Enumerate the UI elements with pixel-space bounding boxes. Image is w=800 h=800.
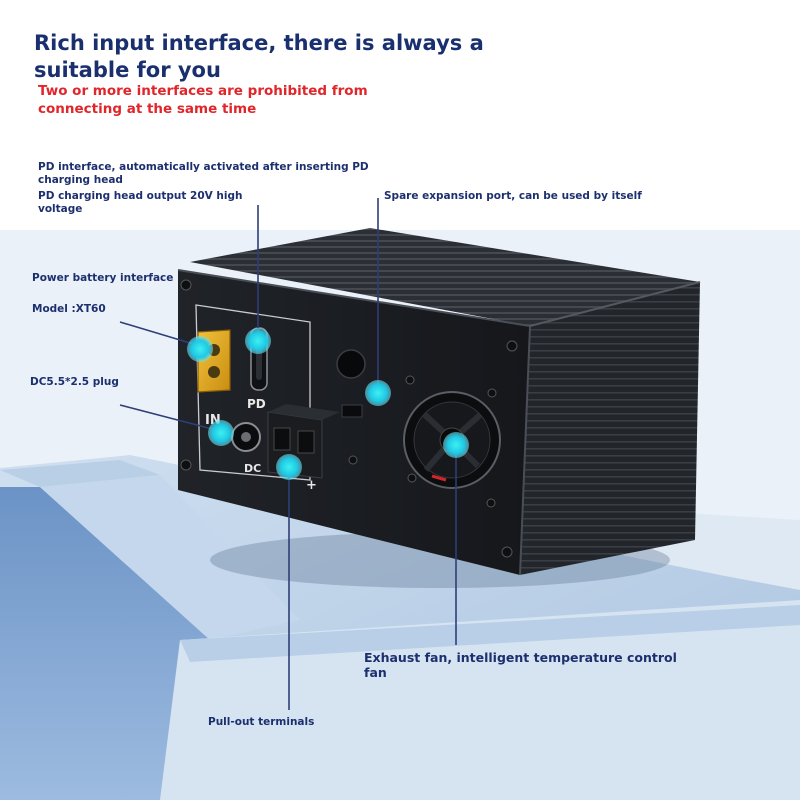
pull-out-terminals-label: Pull-out terminals: [208, 716, 315, 728]
pd-callout-label-2: PD charging head output 20V high voltage: [38, 190, 243, 215]
dc-plug-label: DC5.5*2.5 plug: [30, 376, 119, 388]
plus-mark: +: [306, 478, 317, 493]
callout-dot-spare: [365, 380, 391, 406]
fan: [403, 391, 501, 489]
spare-port-label: Spare expansion port, can be used by its…: [384, 190, 642, 202]
pd-mark: PD: [247, 397, 266, 411]
power-battery-label: Power battery interface: [32, 272, 174, 284]
callout-dot-dc: [208, 420, 234, 446]
heatsink-top: [190, 228, 700, 326]
dc-callout-line: [119, 404, 217, 431]
callout-dot-terminal: [276, 454, 302, 480]
callout-dot-pd: [245, 328, 271, 354]
callout-dot-fan: [443, 432, 469, 458]
dc-jack: [231, 422, 261, 452]
spare-port-hole: [336, 349, 366, 379]
exhaust-fan-label: Exhaust fan, intelligent temperature con…: [364, 650, 677, 680]
page-title: Rich input interface, there is always a …: [34, 31, 484, 82]
callout-dot-xt60: [187, 336, 213, 362]
model-label: Model :XT60: [32, 303, 106, 315]
xt60-callout-line: [119, 321, 201, 347]
box-side: [520, 282, 700, 575]
pd-callout-label-1: PD interface, automatically activated af…: [38, 161, 369, 186]
dc-mark: DC: [244, 462, 261, 475]
warning-text: Two or more interfaces are prohibited fr…: [38, 83, 368, 117]
